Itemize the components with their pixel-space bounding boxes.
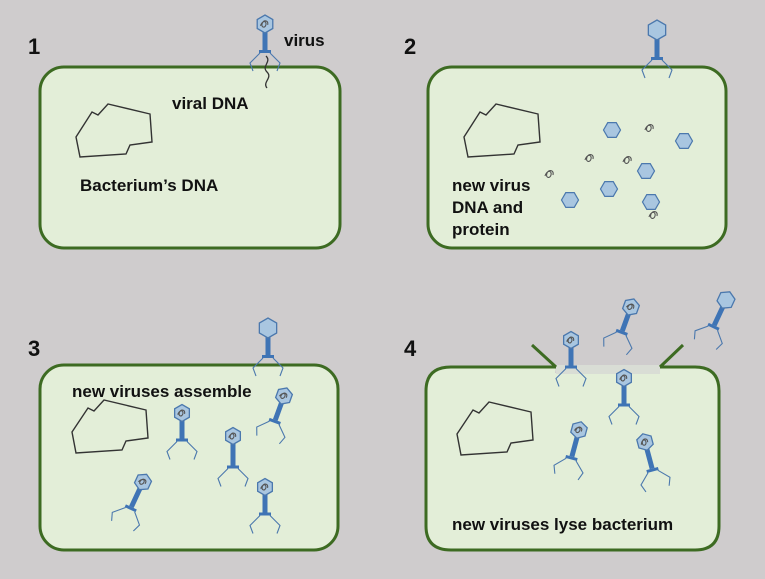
panel-1-number: 1 [28,34,41,59]
panel-3 [38,317,340,552]
dna-coil-icon [648,211,658,219]
virus-attached [252,317,284,377]
virus-icon [641,19,673,79]
bacterium-cell [38,65,342,250]
capsid-icon [599,181,619,197]
torn-wall-left [530,343,558,369]
virus-icon [603,298,641,356]
virus-icon [256,387,294,445]
capsid-icon [560,192,580,208]
bacterium-dna-outline [463,103,541,158]
virus-icon [166,403,198,460]
injected-viral-dna [264,55,270,89]
bacterium-dna-outline [456,401,534,456]
virus-protein-capsids [560,122,694,210]
virus-icon [693,291,736,350]
viral-dna-label: viral DNA [172,94,249,113]
panel-1 [38,14,342,250]
capsid-icon [636,163,656,179]
cell-wall-breach [556,365,660,374]
capsid-icon [674,133,694,149]
dna-coil-icon [544,170,554,178]
virus-icon [111,473,153,532]
assemble-label: new viruses assemble [72,382,252,401]
dna-coil-icon [584,154,594,162]
panel-3-number: 3 [28,336,41,361]
virus-icon [608,368,640,425]
dna-coil-icon [622,156,632,164]
virus-icon [636,433,671,493]
released-viruses [553,291,736,493]
torn-wall-right [658,343,685,369]
panel-2 [426,19,728,250]
assembled-viruses [111,387,294,534]
bacterium-dna-outline [71,399,149,454]
viral-dna-coils [544,124,658,219]
panel-4-number: 4 [404,336,417,361]
bacterium-dna-outline [75,103,153,158]
lyse-label: new viruses lyse bacterium [452,515,674,534]
panel-2-label-line-2: DNA and [452,198,524,217]
bacterium-cell-outline [424,365,721,552]
virus-attached [249,14,281,72]
virus-icon [252,317,284,377]
virus-icon [249,14,281,72]
virus-attached [641,19,673,79]
panel-4 [424,291,736,552]
capsid-icon [641,194,661,210]
virus-icon [249,477,281,534]
panel-2-number: 2 [404,34,417,59]
panel-2-label-line-1: new virus [452,176,531,195]
virus-icon [217,426,249,487]
capsid-icon [602,122,622,138]
bacterium-dna-label: Bacterium’s DNA [80,176,219,195]
panel-2-label-line-3: protein [452,220,510,239]
virus-label: virus [284,31,325,50]
virus-icon [553,421,588,481]
virus-icon [555,330,587,387]
dna-coil-icon [644,124,654,132]
